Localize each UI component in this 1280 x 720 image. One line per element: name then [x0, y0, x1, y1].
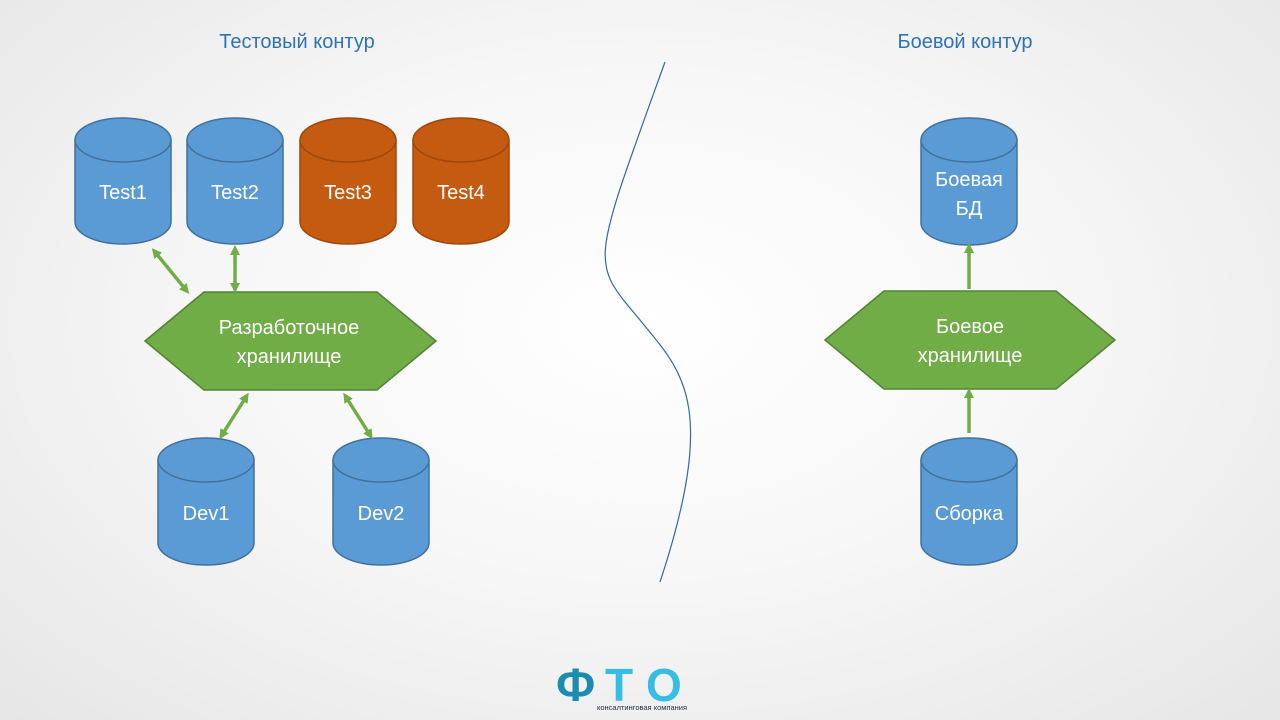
prod-storage: Боевое хранилище [823, 290, 1117, 390]
logo-letter-o: О [646, 659, 682, 711]
divider-curve [604, 61, 692, 583]
db-prod-label-line2: БД [956, 198, 983, 220]
dev-storage-label-line1: Разработочное [219, 317, 359, 339]
prod-storage-label-line1: Боевое [936, 316, 1004, 338]
arrow-test1-devstore [151, 248, 190, 294]
test-contour-title: Тестовый контур [219, 31, 374, 53]
db-test2: Test2 [186, 117, 284, 245]
dev-storage-label-line2: хранилище [237, 346, 342, 368]
company-logo: Ф Т О консалтинговая компания [556, 659, 687, 712]
db-dev2: Dev2 [332, 437, 430, 566]
db-test4-label: Test4 [437, 182, 485, 204]
db-test4: Test4 [412, 117, 510, 245]
db-test1-label: Test1 [99, 182, 147, 204]
arrow-devstore-dev1 [219, 392, 249, 440]
prod-storage-label-line2: хранилище [918, 345, 1023, 367]
db-prod: Боевая БД [920, 117, 1018, 246]
dev-storage: Разработочное хранилище [143, 291, 438, 391]
db-test2-label: Test2 [211, 182, 259, 204]
db-test3: Test3 [299, 117, 397, 245]
db-test1: Test1 [74, 117, 172, 245]
logo-letter-f: Ф [556, 659, 595, 711]
db-test3-label: Test3 [324, 182, 372, 204]
logo-letter-t: Т [605, 659, 633, 711]
db-build: Сборка [920, 437, 1018, 566]
db-dev2-label: Dev2 [358, 503, 405, 525]
db-dev1-label: Dev1 [183, 503, 230, 525]
db-prod-label-line1: Боевая [935, 169, 1003, 191]
db-dev1: Dev1 [157, 437, 255, 566]
logo-subtitle: консалтинговая компания [597, 703, 687, 712]
prod-contour-title: Боевой контур [897, 31, 1032, 53]
arrow-devstore-dev2 [343, 392, 373, 440]
db-build-label: Сборка [935, 503, 1004, 525]
